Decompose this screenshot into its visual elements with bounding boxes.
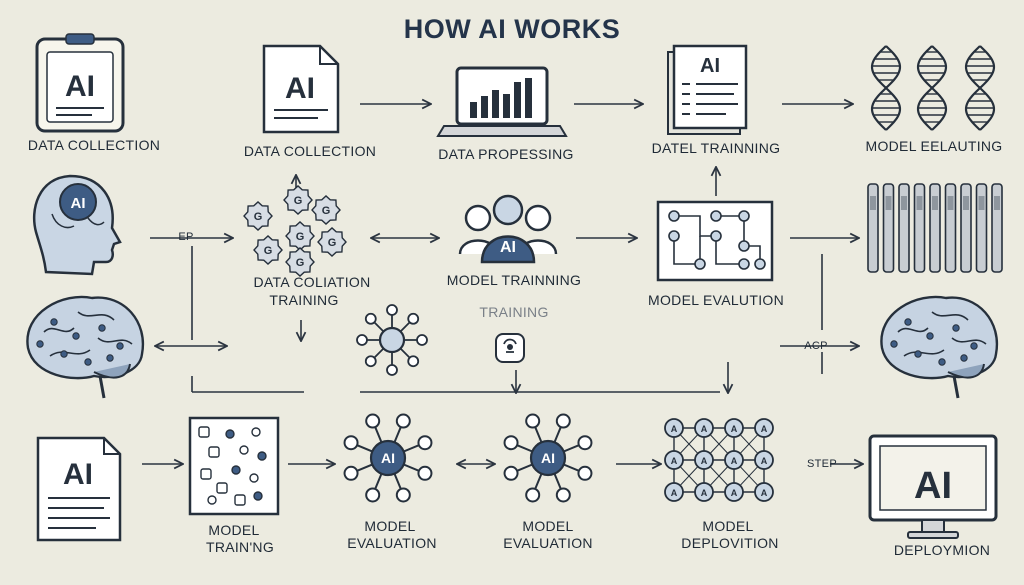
label-model-evalution: MODEL EVALUTION (648, 292, 784, 308)
svg-text:AI: AI (381, 450, 395, 466)
svg-text:A: A (761, 456, 768, 466)
scatter-grid-icon (188, 416, 280, 516)
dna-helix-icon (870, 45, 996, 131)
label-model-3: MODEL (522, 518, 574, 534)
brain-icon (880, 295, 999, 399)
svg-text:G: G (322, 205, 331, 217)
svg-text:G: G (328, 237, 337, 249)
svg-text:A: A (671, 488, 678, 498)
bar-columns-icon (867, 183, 1003, 273)
svg-text:AI: AI (914, 465, 952, 507)
svg-text:AI: AI (541, 450, 555, 466)
label-deploymion: DEPLOYMION (893, 542, 991, 558)
svg-text:AI: AI (700, 55, 720, 77)
circuit-board-icon (656, 200, 774, 282)
document-stack-icon: AI (667, 44, 748, 135)
neural-network-icon: AI (343, 413, 433, 503)
label-datel-trainning: DATEL TRAINNING (651, 140, 781, 156)
label-model-2: MODEL (364, 518, 416, 534)
neural-network-icon: AI (503, 413, 593, 503)
arrow-label-acp: ACP (804, 340, 828, 352)
svg-text:G: G (264, 245, 273, 257)
svg-text:A: A (671, 456, 678, 466)
arrow-label-ep: EP (178, 231, 194, 243)
connector-lines (142, 104, 862, 464)
svg-text:AI: AI (65, 70, 95, 103)
svg-text:A: A (671, 424, 678, 434)
label-data-collection-2: DATA COLLECTION (243, 143, 377, 159)
svg-text:A: A (731, 488, 738, 498)
head-ai-icon: AI (32, 174, 122, 276)
svg-text:G: G (254, 211, 263, 223)
label-model: MODEL TRAINNING (446, 272, 582, 288)
brain-icon (26, 295, 145, 399)
label-deplovition: DEPLOVITION (681, 535, 779, 551)
svg-text:A: A (761, 424, 768, 434)
svg-text:G: G (294, 195, 303, 207)
label-training: TRAINING (269, 292, 339, 308)
label-evaluation-2: EVALUATION (503, 535, 593, 551)
node-grid-icon: A A A A A A A A A A A A (664, 418, 774, 502)
arrow-label-step: STEP (807, 458, 837, 470)
label-data-collection-1: DATA COLLECTION (27, 137, 161, 153)
label-training-faint: TRAINING (479, 304, 549, 320)
svg-text:AI: AI (285, 72, 315, 105)
label-model-1: MODEL (208, 522, 260, 538)
svg-text:A: A (701, 456, 708, 466)
svg-text:A: A (701, 488, 708, 498)
lightbulb-icon (495, 333, 525, 363)
svg-text:AI: AI (71, 195, 86, 212)
label-model-eelauting: MODEL EELAUTING (865, 138, 1003, 154)
svg-text:G: G (296, 231, 305, 243)
label-data-coliation: DATA COLIATION (253, 274, 371, 290)
laptop-chart-icon (436, 66, 568, 137)
svg-text:A: A (701, 424, 708, 434)
svg-text:A: A (731, 456, 738, 466)
svg-text:AI: AI (500, 239, 516, 256)
svg-text:G: G (296, 257, 305, 269)
svg-text:A: A (761, 488, 768, 498)
label-training-2: TRAIN'NG (205, 539, 275, 555)
document-icon: AI (36, 436, 122, 542)
monitor-ai-icon: AI (868, 434, 998, 539)
label-data-propessing: DATA PROPESSING (438, 146, 574, 162)
network-node-icon (356, 304, 428, 376)
tablet-document-icon: AI (35, 33, 125, 133)
document-icon: AI (262, 44, 340, 134)
page-title: HOW AI WORKS (403, 14, 621, 44)
team-ai-icon: AI (458, 194, 558, 264)
label-model-4: MODEL (702, 518, 754, 534)
gear-cluster-icon: G G G G G G G (243, 185, 347, 277)
label-evaluation-1: EVALUATION (347, 535, 437, 551)
svg-text:AI: AI (63, 458, 93, 491)
svg-text:A: A (731, 424, 738, 434)
